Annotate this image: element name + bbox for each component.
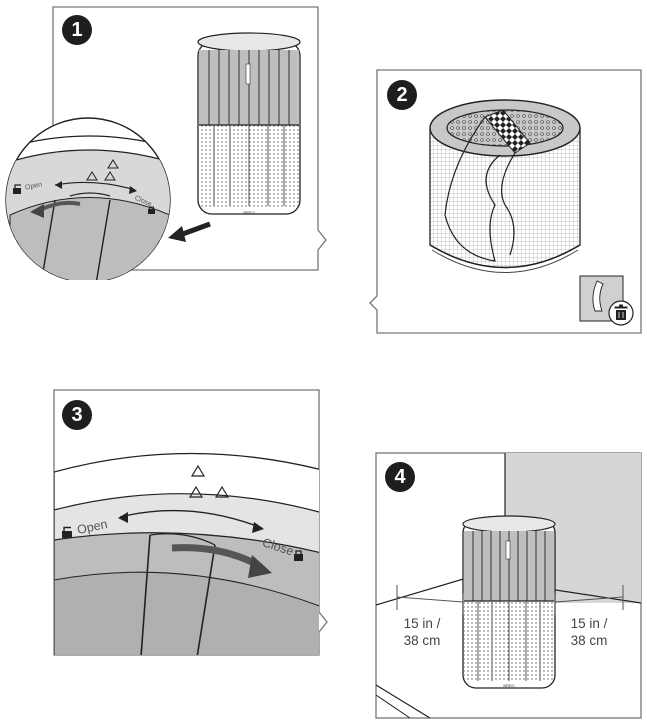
step-number-badge: 3 [62,400,92,430]
step-2-panel: 2 [365,65,647,340]
step-4-panel: BREO 4 15 in / 38 cm 15 in / 38 cm [370,445,647,723]
filter-cartridge [429,99,581,273]
clearance-dimension-left [396,585,464,615]
clearance-dimension-right [554,585,624,615]
purifier-device: BREO [197,32,301,215]
unlock-icon [13,184,21,194]
step-2-illustration [369,69,642,334]
step-1-panel: BREO [0,0,330,280]
arrow-left-icon [179,221,211,238]
unlock-icon [62,526,72,538]
purifier-device: BREO [462,515,556,689]
step-number-badge: 1 [62,15,92,45]
lock-icon [148,206,155,214]
discard-inset [579,275,634,326]
clearance-left-label: 15 in / 38 cm [392,615,452,649]
step-1-illustration: BREO [5,6,327,280]
step-3-panel: 3 Open Close [0,380,335,665]
clearance-left-metric: 38 cm [403,633,441,648]
lock-icon [294,550,303,561]
step-3-illustration [53,389,328,656]
step-number-badge: 4 [385,462,415,492]
rotate-arrow-icon [171,544,260,569]
dial-closeup [5,117,171,280]
clearance-right-metric: 38 cm [570,633,608,648]
step-4-illustration: BREO [375,452,642,719]
clearance-right-value: 15 in / [570,616,608,631]
step-number-badge: 2 [387,80,417,110]
svg-text:BREO: BREO [243,210,254,215]
clearance-right-label: 15 in / 38 cm [559,615,619,649]
pre-filter-sheet [444,109,531,262]
dial-closeup [54,452,319,655]
svg-text:BREO: BREO [503,683,514,688]
clearance-left-value: 15 in / [403,616,441,631]
